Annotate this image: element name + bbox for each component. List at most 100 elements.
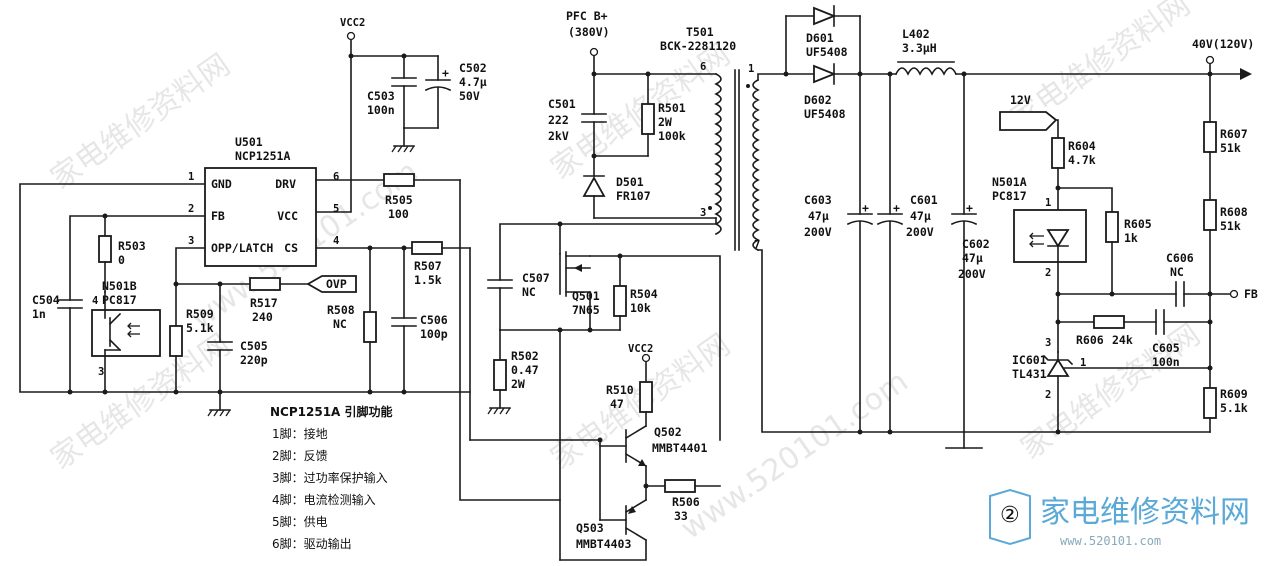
r517-ref: R517 bbox=[250, 296, 278, 310]
c602-ref: C602 bbox=[962, 237, 990, 251]
ic-body bbox=[204, 167, 317, 267]
t501-pin3: 3 bbox=[700, 207, 706, 219]
l402-ref: L402 bbox=[902, 27, 930, 41]
primary-side: PFC B+ (380V) C501 222 2kV R501 2W 100k … bbox=[487, 9, 740, 561]
c602-value: 47μ bbox=[962, 251, 983, 265]
vcc2-terminal-2 bbox=[641, 353, 651, 363]
d601-part: UF5408 bbox=[806, 45, 848, 59]
r502-ref: R502 bbox=[511, 349, 539, 363]
vcc2-terminal bbox=[346, 31, 356, 41]
q503-part: MMBT4403 bbox=[576, 537, 631, 551]
r509-value: 5.1k bbox=[186, 321, 214, 335]
c605-value: 100n bbox=[1152, 355, 1180, 369]
pfc-terminal bbox=[589, 47, 599, 57]
r508-ref: R508 bbox=[327, 303, 355, 317]
r517-value: 240 bbox=[252, 310, 273, 324]
ic-ref: U501 bbox=[235, 135, 263, 149]
r517-resistor bbox=[249, 277, 281, 291]
pin-num-3: 3 bbox=[188, 235, 194, 247]
c606-value: NC bbox=[1170, 265, 1184, 279]
legend-line-2: 2脚：反馈 bbox=[272, 448, 328, 463]
watermark: 家电维修资料网 bbox=[545, 37, 737, 186]
r608-ref: R608 bbox=[1220, 205, 1248, 219]
ic601-part: TL431 bbox=[1012, 367, 1047, 381]
r504-ref: R504 bbox=[630, 287, 658, 301]
n501a-optocoupler bbox=[1013, 209, 1087, 263]
tl431-regulator bbox=[1042, 351, 1211, 433]
t501-ref: T501 bbox=[686, 25, 714, 39]
n501a-pin1: 1 bbox=[1045, 197, 1051, 209]
r501-value: 100k bbox=[658, 129, 686, 143]
c501-value: 222 bbox=[548, 113, 569, 127]
r501-resistor bbox=[641, 103, 655, 135]
c602-voltage: 200V bbox=[958, 267, 986, 281]
pin-name-gnd: GND bbox=[211, 177, 232, 191]
ovp-label: OVP bbox=[326, 277, 347, 291]
pin-legend: NCP1251A 引脚功能 1脚：接地 2脚：反馈 3脚：过功率保护输入 4脚：… bbox=[270, 404, 393, 551]
r510-resistor bbox=[639, 381, 653, 413]
r503-value: 0 bbox=[118, 253, 125, 267]
r502-resistor bbox=[493, 359, 507, 391]
d601-ref: D601 bbox=[806, 31, 834, 45]
r608-value: 51k bbox=[1220, 219, 1241, 233]
c606-ref: C606 bbox=[1166, 251, 1194, 265]
c507-value: NC bbox=[522, 285, 536, 299]
r501-power: 2W bbox=[658, 115, 672, 129]
q501-ref: Q501 bbox=[572, 289, 600, 303]
figure-number: ② bbox=[1000, 503, 1020, 528]
pin-name-drv: DRV bbox=[275, 177, 296, 191]
r508-resistor bbox=[363, 311, 377, 343]
ic-left-network: R503 0 C504 1n N501B PC817 4 3 R509 5.1k… bbox=[19, 173, 601, 501]
r508-value: NC bbox=[333, 317, 347, 331]
ic-part: NCP1251A bbox=[235, 149, 290, 163]
c601-voltage: 200V bbox=[906, 225, 934, 239]
pin-name-fb: FB bbox=[211, 209, 225, 223]
n501b-ref: N501B bbox=[102, 279, 137, 293]
r504-resistor bbox=[613, 285, 627, 317]
vcc2-label: VCC2 bbox=[340, 17, 365, 29]
n501a-pin2: 2 bbox=[1045, 267, 1051, 279]
c603-value: 47μ bbox=[808, 209, 829, 223]
c601-value: 47μ bbox=[910, 209, 931, 223]
r506-value: 33 bbox=[674, 509, 688, 523]
n501b-optocoupler bbox=[91, 309, 161, 357]
c502-ref: C502 bbox=[459, 61, 487, 75]
c507-ref: C507 bbox=[522, 271, 550, 285]
r504-value: 10k bbox=[630, 301, 651, 315]
secondary-side: 1 7 D601 UF5408 D602 UF5408 L402 3.3μH 4… bbox=[746, 5, 1258, 449]
d602-part: UF5408 bbox=[804, 107, 846, 121]
r606-ref: R606 bbox=[1076, 333, 1104, 347]
c501-ref: C501 bbox=[548, 97, 576, 111]
r608-resistor bbox=[1203, 199, 1217, 231]
legend-line-1: 1脚：接地 bbox=[272, 426, 328, 441]
c603-ref: C603 bbox=[804, 193, 832, 207]
r501-ref: R501 bbox=[658, 101, 686, 115]
c506-value: 100p bbox=[420, 327, 448, 341]
watermark-url: www.520101.com bbox=[675, 364, 915, 547]
watermark-layer: 家电维修资料网 www.520101.com 家电维修资料网 家电维修资料网 家… bbox=[45, 0, 1207, 547]
r609-value: 5.1k bbox=[1220, 401, 1248, 415]
tl431-pin3: 3 bbox=[1045, 337, 1051, 349]
r607-ref: R607 bbox=[1220, 127, 1248, 141]
t501-part: BCK-2281120 bbox=[660, 39, 736, 53]
r509-ref: R509 bbox=[186, 307, 214, 321]
r510-ref: R510 bbox=[606, 383, 634, 397]
r505-value: 100 bbox=[388, 207, 409, 221]
c506-ref: C506 bbox=[420, 313, 448, 327]
site-logo: ② 家电维修资料网 www.520101.com bbox=[989, 488, 1250, 548]
pin-num-1: 1 bbox=[188, 171, 194, 183]
d602-ref: D602 bbox=[804, 93, 832, 107]
n501a-ref: N501A bbox=[992, 175, 1027, 189]
c502-value: 4.7μ bbox=[459, 75, 487, 89]
svg-text:+: + bbox=[862, 201, 869, 215]
t501-pin6: 6 bbox=[700, 61, 706, 73]
c505-ref: C505 bbox=[240, 339, 268, 353]
ovp-connector: OVP bbox=[306, 275, 357, 293]
pin-name-cs: CS bbox=[284, 241, 298, 255]
r604-resistor bbox=[1051, 137, 1065, 169]
c605-ref: C605 bbox=[1152, 341, 1180, 355]
pin-num-6: 6 bbox=[333, 171, 339, 183]
t501-pin7: 7 bbox=[754, 239, 760, 251]
q502-ref: Q502 bbox=[654, 425, 682, 439]
